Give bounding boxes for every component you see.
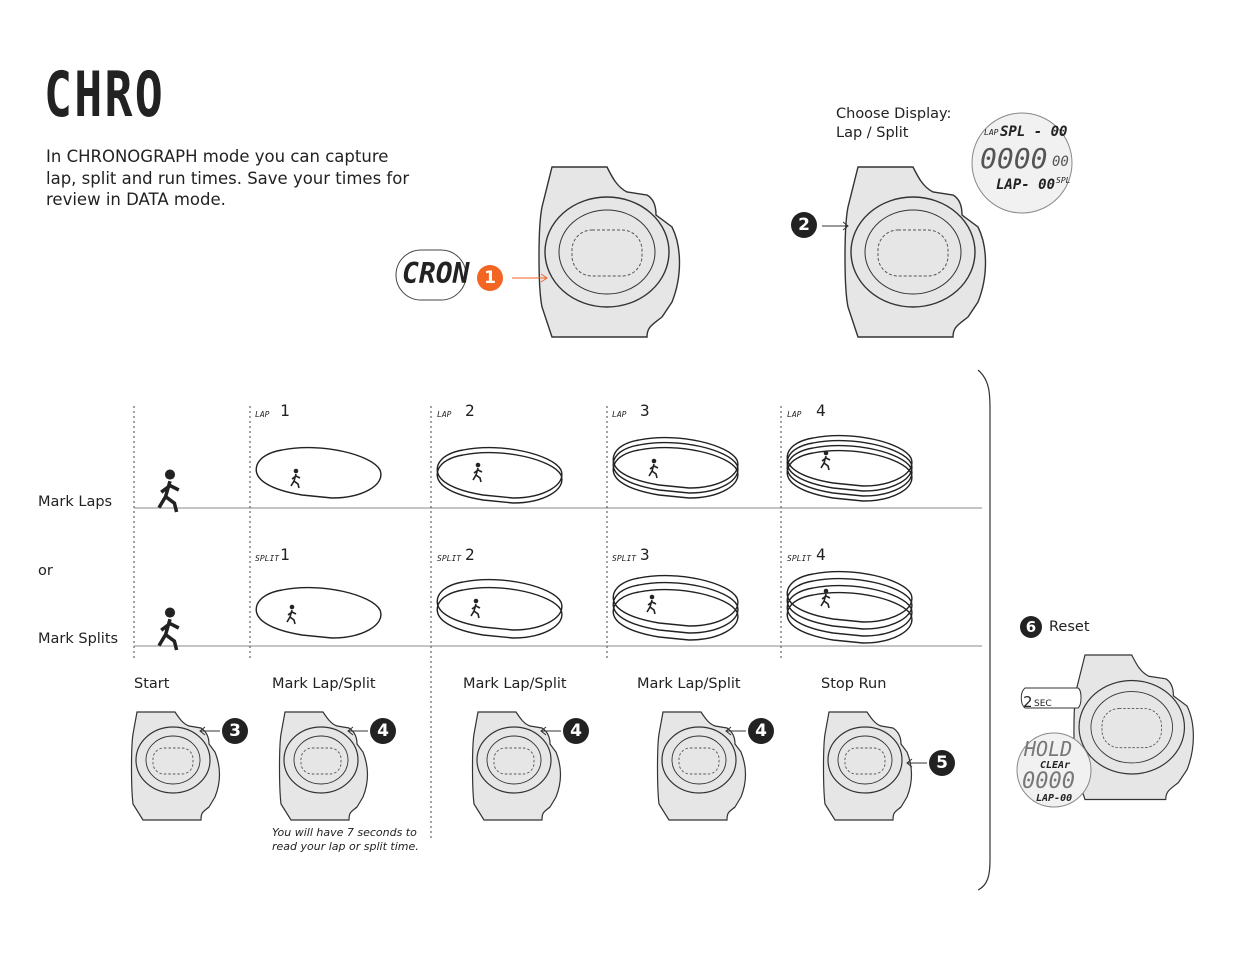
lap-track-3	[612, 436, 739, 499]
zoom-bottom-line: LAP- 00	[996, 177, 1056, 193]
or-label: or	[38, 563, 53, 579]
step-label-mark1: Mark Lap/Split	[272, 676, 376, 692]
lap-number-2: 2	[465, 401, 475, 420]
split-track-4	[786, 570, 913, 644]
step-label-start: Start	[134, 676, 170, 692]
step1-badge: 1	[477, 265, 503, 291]
hold-unit: SEC	[1034, 699, 1052, 709]
reset-lcd-big: 0000	[1022, 769, 1075, 794]
split-tag-4: SPLIT	[787, 554, 812, 563]
runner-start-laps	[157, 467, 181, 514]
lap-track-4	[786, 434, 913, 502]
choose-display-sub: Lap / Split	[836, 125, 909, 141]
watch-stop	[822, 711, 913, 821]
watch-step1	[538, 166, 681, 338]
split-track-2	[436, 578, 563, 639]
watch-reset	[1073, 654, 1194, 801]
step4-badge-b: 4	[563, 718, 589, 744]
reset-lcd-clear: CLEAr	[1040, 760, 1071, 771]
step4-badge-c: 4	[748, 718, 774, 744]
mark-laps-label: Mark Laps	[38, 494, 113, 510]
split-tag-1: SPLIT	[255, 554, 280, 563]
step4-badge-a: 4	[370, 718, 396, 744]
step-label-mark2: Mark Lap/Split	[463, 676, 567, 692]
split-number-1: 1	[280, 545, 290, 564]
step5-badge: 5	[929, 750, 955, 776]
split-tag-3: SPLIT	[612, 554, 637, 563]
lap-tag-1: LAP	[255, 410, 270, 419]
split-track-1	[255, 586, 382, 639]
zoom-mid-line: 0000	[980, 142, 1048, 175]
reset-label: Reset	[1049, 619, 1090, 635]
watch-start	[130, 711, 221, 821]
runner-start-splits	[157, 605, 181, 652]
reset-lcd-hold: HOLD	[1024, 737, 1073, 761]
choose-display-label: Choose Display:	[836, 106, 952, 122]
watch-mark3	[656, 711, 747, 821]
step3-badge: 3	[222, 718, 248, 744]
split-number-2: 2	[465, 545, 475, 564]
intro-text: In CHRONOGRAPH mode you can capture lap,…	[46, 147, 410, 209]
split-number-4: 4	[816, 545, 826, 564]
split-track-3	[612, 574, 739, 641]
reset-lcd-bottom: LAP-00	[1036, 793, 1073, 804]
watch-mark2	[471, 711, 562, 821]
step2-badge: 2	[791, 212, 817, 238]
lap-tag-2: LAP	[437, 410, 452, 419]
mark-splits-label: Mark Splits	[38, 631, 119, 647]
zoom-top-line: SPL - 00	[1000, 124, 1068, 140]
cron-lcd-text: CRON	[402, 257, 470, 290]
lap-tag-3: LAP	[612, 410, 627, 419]
zoom-top-tag: LAP	[984, 128, 999, 137]
step6-badge: 6	[1020, 616, 1042, 638]
zoom-mid-suffix: 00	[1052, 154, 1069, 170]
lap-number-3: 3	[640, 401, 650, 420]
zoom-bottom-tag: SPL	[1056, 176, 1071, 185]
lap-number-1: 1	[280, 401, 290, 420]
lap-tag-4: LAP	[787, 410, 802, 419]
step-label-mark3: Mark Lap/Split	[637, 676, 741, 692]
step-label-stop: Stop Run	[821, 676, 887, 692]
lap-track-2	[436, 446, 563, 504]
watch-mark1	[278, 711, 369, 821]
read-time-note: You will have 7 seconds to read your lap…	[272, 826, 419, 853]
lap-track-1	[255, 446, 382, 499]
page-title: CHRO	[44, 58, 165, 131]
hold-number: 2	[1023, 693, 1033, 711]
watch-step2	[844, 166, 987, 338]
split-tag-2: SPLIT	[437, 554, 462, 563]
split-number-3: 3	[640, 545, 650, 564]
lap-number-4: 4	[816, 401, 826, 420]
